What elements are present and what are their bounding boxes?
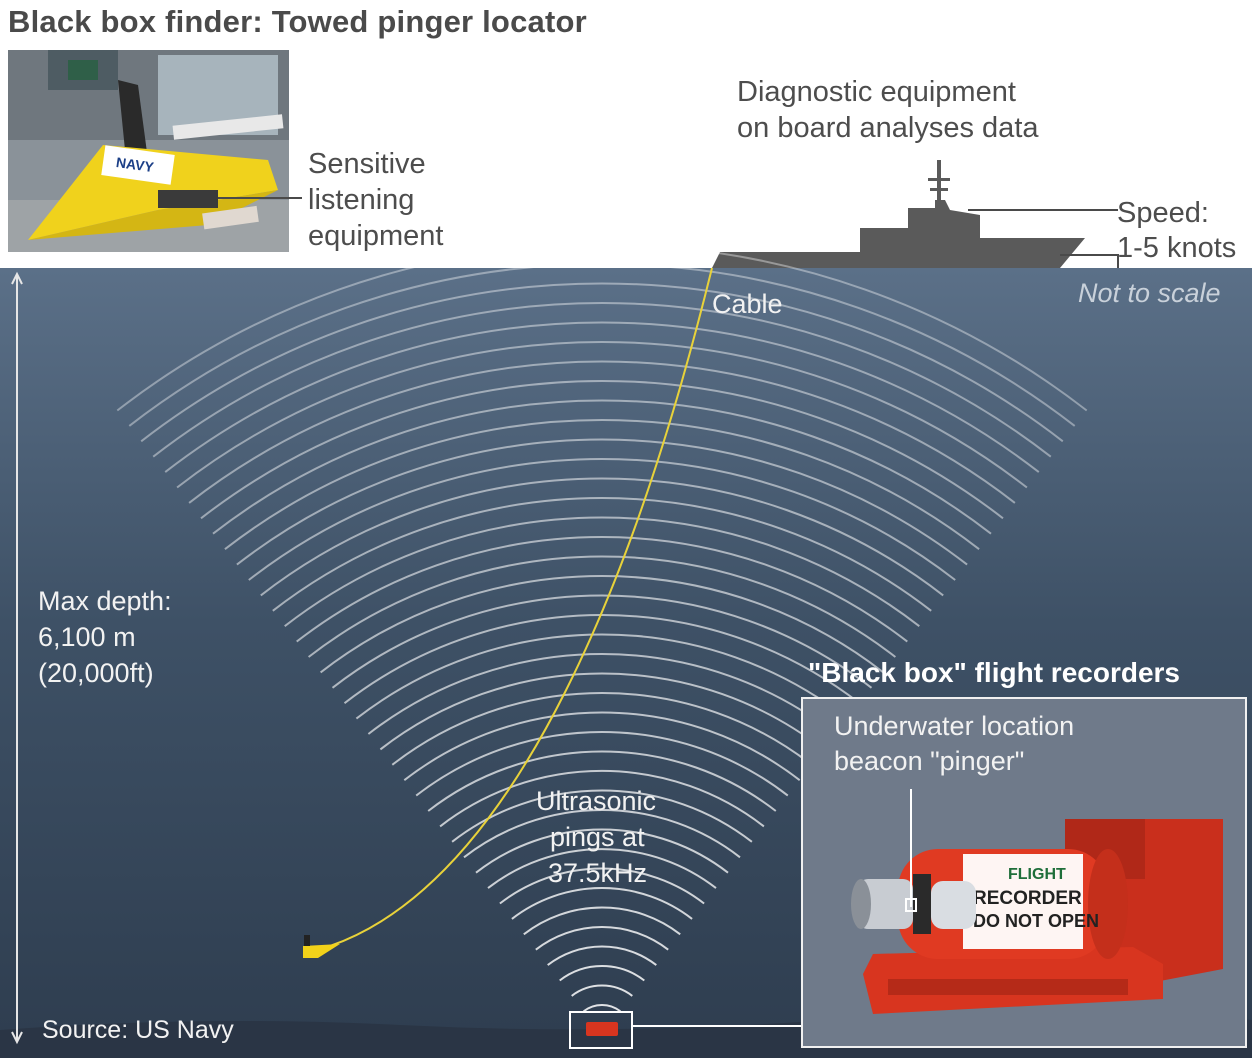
wave-arc (272, 497, 932, 612)
wave-arc (355, 633, 849, 720)
wave-arc (128, 262, 1076, 427)
cable-label: Cable (712, 289, 783, 319)
page-title: Black box finder: Towed pinger locator (8, 4, 587, 39)
wave-arc (284, 516, 920, 627)
sensitive-label-1: Sensitive (308, 148, 426, 180)
wave-arc (236, 438, 968, 566)
max-depth-label-3: (20,000ft) (38, 658, 154, 688)
wave-arc (307, 555, 897, 658)
wave-arc (415, 730, 789, 797)
wave-arc (523, 906, 681, 936)
pings-label-2: pings at (550, 822, 645, 852)
diagnostic-label-1: Diagnostic equipment (737, 76, 1016, 108)
wave-arc (559, 965, 645, 982)
source-label: Source: US Navy (42, 1016, 234, 1044)
navy-logo-text: NAVY (115, 154, 155, 175)
wave-arc (391, 691, 813, 766)
wave-arc (188, 360, 1016, 504)
towing-cable (329, 267, 713, 947)
recorder-text-1: FLIGHT (1008, 866, 1066, 883)
wave-arc (152, 302, 1052, 458)
wave-arc (582, 1004, 622, 1013)
wave-arc (547, 945, 657, 966)
wave-arc (260, 477, 944, 597)
pings-label-1: Ultrasonic (536, 786, 657, 816)
towed-locator-photo: NAVY (8, 50, 289, 252)
diagnostic-label-2: on board analyses data (737, 112, 1039, 144)
wave-arc (463, 809, 741, 859)
speed-label-1: Speed: (1117, 197, 1209, 229)
wave-arc (248, 458, 956, 581)
wave-arc (212, 399, 992, 535)
recorder-text-2: RECORDER (973, 888, 1082, 909)
wave-arc (176, 340, 1028, 489)
depth-arrow (11, 271, 23, 1045)
wave-arc (343, 614, 861, 704)
ship (712, 160, 1085, 268)
wave-arc (487, 848, 717, 889)
wave-arc (427, 750, 777, 812)
wave-arc (511, 887, 693, 920)
wave-arc (499, 867, 705, 905)
max-depth-label-2: 6,100 m (38, 622, 136, 652)
beacon-label-2: beacon "pinger" (834, 746, 1025, 776)
wave-arc (140, 282, 1064, 443)
not-to-scale-label: Not to scale (1078, 278, 1221, 308)
speed-label-2: 1-5 knots (1117, 232, 1237, 264)
wave-arc (331, 594, 873, 689)
wave-arc (571, 984, 633, 997)
beacon-label-1: Underwater location (834, 711, 1075, 741)
speed-tick-line (1060, 254, 1119, 268)
wave-arc (319, 575, 885, 674)
wave-arc (296, 536, 908, 643)
towed-locator (303, 935, 340, 958)
wave-arc (164, 321, 1040, 473)
wave-arc (116, 243, 1088, 412)
sensitive-label-3: equipment (308, 220, 444, 252)
wave-arc (379, 672, 825, 751)
wave-arc (451, 789, 753, 843)
recorder-inset: FLIGHT RECORDER DO NOT OPEN (801, 697, 1247, 1048)
seabed-recorder (586, 1022, 618, 1036)
sound-waves (116, 243, 1088, 1013)
recorders-title: "Black box" flight recorders (808, 657, 1180, 688)
wave-arc (367, 653, 837, 735)
wave-arc (475, 828, 729, 874)
wave-arc (535, 926, 669, 951)
sensitive-label-2: listening (308, 184, 415, 216)
wave-arc (403, 711, 801, 781)
wave-arc (439, 769, 765, 828)
wave-arc (224, 419, 980, 550)
recorder-text-3: DO NOT OPEN (973, 911, 1099, 931)
pings-label-3: 37.5kHz (548, 858, 648, 888)
seabed-box-highlight (569, 1011, 633, 1049)
wave-arc (200, 380, 1004, 520)
max-depth-label-1: Max depth: (38, 586, 172, 616)
